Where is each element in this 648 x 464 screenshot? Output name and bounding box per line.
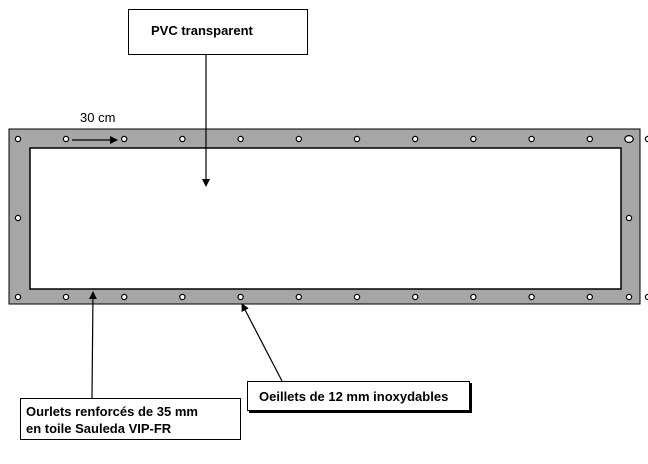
eyelet-bottom xyxy=(120,293,128,301)
spacing-label: 30 cm xyxy=(80,110,116,125)
eyelet-bottom xyxy=(644,293,648,301)
eyelet-top xyxy=(353,135,361,143)
pvc-label: PVC transparent xyxy=(151,23,253,38)
eyelet-top xyxy=(237,135,244,143)
callout-pvc: PVC transparent xyxy=(128,9,308,55)
eyelet-bottom xyxy=(470,293,477,301)
eyelet-bottom xyxy=(353,293,361,301)
ourlets-label-line1: Ourlets renforcés de 35 mm xyxy=(26,404,198,419)
callout-oeillets: Oeillets de 12 mm inoxydables xyxy=(247,381,470,411)
callout-ourlets: Ourlets renforcés de 35 mm en toile Saul… xyxy=(20,398,241,440)
eyelet-bottom xyxy=(295,293,302,301)
ourlets-label-line2: en toile Sauleda VIP-FR xyxy=(26,421,172,436)
eyelet-top xyxy=(62,135,70,143)
pvc-window xyxy=(29,147,622,290)
eyelet-side xyxy=(14,214,22,222)
eyelet-corner xyxy=(14,293,22,301)
eyelet-top xyxy=(179,135,186,143)
arrow-oeillets xyxy=(241,303,283,382)
eyelet-top xyxy=(586,135,594,143)
eyelet-bottom xyxy=(586,293,594,301)
oeillets-label: Oeillets de 12 mm inoxydables xyxy=(259,389,449,404)
eyelets-group xyxy=(14,135,648,301)
eyelet-corner xyxy=(624,135,634,144)
eyelet-bottom xyxy=(62,293,70,301)
eyelet-corner xyxy=(625,293,633,301)
eyelet-top xyxy=(295,135,302,143)
eyelet-top xyxy=(644,135,648,143)
eyelet-corner xyxy=(14,135,22,143)
eyelet-top xyxy=(120,135,128,143)
eyelet-top xyxy=(412,135,419,143)
eyelet-bottom xyxy=(412,293,419,301)
eyelet-side xyxy=(625,214,633,222)
eyelet-top xyxy=(470,135,477,143)
eyelet-top xyxy=(528,135,535,143)
eyelet-bottom xyxy=(237,293,244,301)
eyelet-bottom xyxy=(179,293,186,301)
eyelet-bottom xyxy=(528,293,535,301)
arrow-ourlets xyxy=(88,291,97,399)
